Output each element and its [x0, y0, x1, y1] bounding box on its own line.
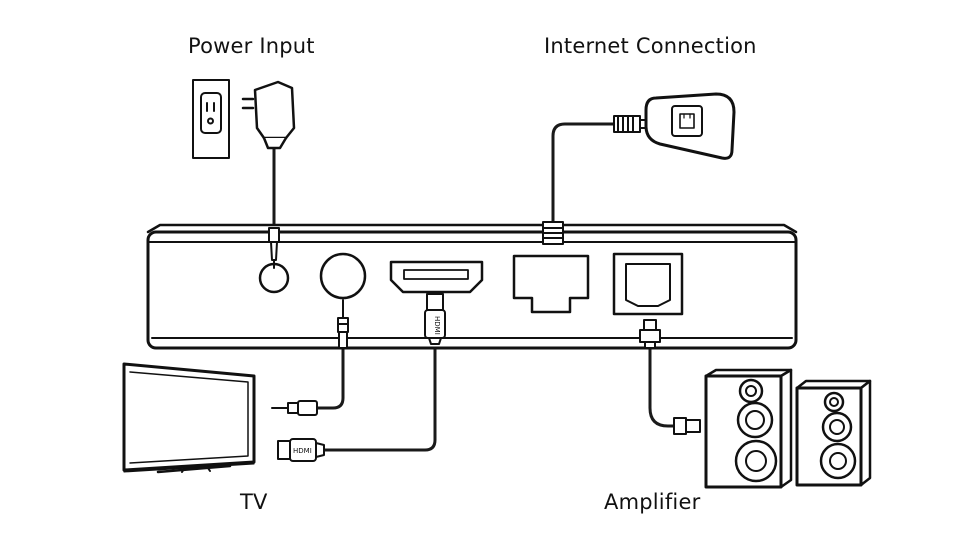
hdmi-plug-box-text: HDMI [433, 316, 441, 335]
optical-port [612, 252, 684, 316]
ethernet-port [512, 254, 590, 314]
power-adapter [241, 80, 296, 150]
ethernet-cable [551, 122, 616, 224]
hdmi-plug-tv: HDMI [277, 438, 325, 462]
speaker-right [795, 379, 872, 487]
amplifier-label: Amplifier [604, 490, 701, 514]
router-wall-jack [644, 92, 736, 160]
ethernet-plug-box [542, 221, 564, 245]
cables [272, 122, 676, 452]
optical-cable [648, 346, 676, 428]
audio-port [319, 252, 367, 300]
hdmi-plug-box: HDMI [424, 293, 446, 345]
hdmi-port [389, 260, 484, 294]
tv-label: TV [240, 490, 268, 514]
speaker-left [704, 368, 793, 489]
audio-plug-box [337, 299, 349, 349]
hdmi-plug-tv-text: HDMI [293, 447, 312, 455]
audio-cable [315, 346, 345, 410]
hdmi-cable [322, 342, 437, 452]
power-plug [268, 227, 280, 269]
wall-outlet [192, 79, 230, 159]
power-input-label: Power Input [188, 34, 315, 58]
tv [122, 362, 256, 474]
optical-plug-speaker [673, 417, 701, 435]
optical-plug-box [639, 319, 661, 349]
ethernet-plug-router [613, 115, 647, 133]
internet-connection-label: Internet Connection [544, 34, 757, 58]
audio-plug-tv [271, 400, 318, 416]
